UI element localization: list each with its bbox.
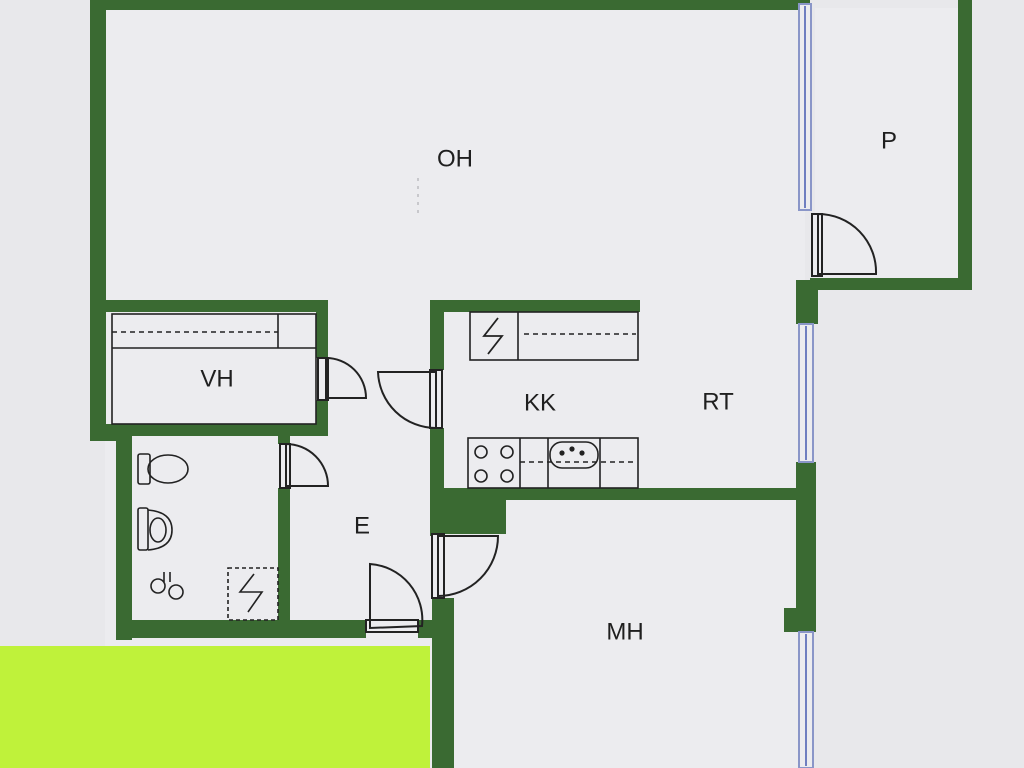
wall-left-upper: [90, 0, 106, 440]
room-label-vh: VH: [200, 365, 233, 392]
wall-balcony-right: [958, 0, 972, 290]
door-kitchen-swing: [376, 371, 437, 430]
toilet-icon: [137, 453, 189, 485]
wall-balcony-bottom: [810, 278, 972, 290]
door-vh-swing: [325, 357, 368, 399]
wall-vh-top: [106, 300, 328, 312]
room-label-mh: MH: [606, 618, 643, 645]
wall-mh-left-lower: [432, 598, 454, 768]
balcony-floor: [815, 8, 965, 283]
wall-bathroom-left: [116, 425, 132, 640]
sticky-note: [0, 646, 430, 768]
door-vh-frame: [317, 357, 329, 401]
wall-kitchen-bottom: [430, 488, 810, 500]
kitchen-upper-frame: [469, 311, 639, 361]
bathroom-fixtures: [137, 453, 279, 621]
wall-bath-right-upper: [278, 436, 290, 444]
kitchen-lower-frame: [467, 437, 639, 489]
wall-vh-bottom: [106, 424, 328, 436]
vh-shelving: [111, 313, 317, 425]
electric-panel-icon: [482, 317, 504, 355]
bath-electric-panel: [227, 567, 279, 621]
wall-top: [90, 0, 810, 10]
kitchen-sink-icon: [549, 441, 599, 469]
wall-kitchen-left-upper: [430, 300, 444, 370]
shower-icon: [150, 572, 184, 600]
door-balcony-swing: [817, 213, 878, 275]
kitchen-lower-counter: [467, 437, 639, 489]
wall-right-middle-a: [796, 280, 818, 324]
room-label-oh: OH: [437, 145, 473, 172]
wall-vh-right-upper: [316, 300, 328, 358]
washbasin-icon: [137, 507, 173, 551]
stove-icon: [474, 445, 514, 483]
walls: [90, 0, 972, 768]
room-label-p: P: [881, 127, 897, 154]
door-entrance-swing: [369, 562, 424, 630]
wall-right-notch: [784, 608, 816, 632]
vh-shelf-frame: [111, 313, 317, 425]
wall-vh-right-lower: [316, 400, 328, 436]
room-label-e: E: [354, 512, 370, 539]
electric-panel-icon: [238, 573, 264, 613]
kitchen-upper-counter: [469, 311, 639, 361]
door-bath-swing: [285, 443, 330, 487]
room-label-kk: KK: [524, 389, 556, 416]
interior-floor: [105, 8, 805, 768]
door-mh-swing: [437, 535, 500, 598]
wall-bath-right-lower: [278, 488, 290, 628]
wall-mh-left-upper: [432, 496, 444, 534]
wall-right-middle-b: [796, 462, 816, 612]
wall-bathroom-bottom: [116, 620, 366, 638]
room-label-rt: RT: [702, 388, 734, 415]
doors: [279, 213, 878, 633]
wall-kitchen-top: [430, 300, 640, 312]
